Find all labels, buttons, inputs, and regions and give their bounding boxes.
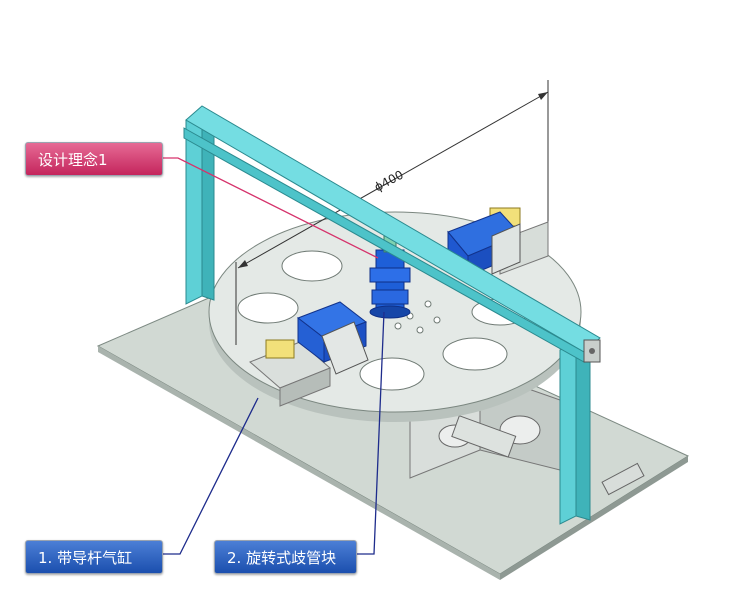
callout-guide-cylinder: 1. 带导杆气缸 xyxy=(25,540,163,574)
callout-design-concept: 设计理念1 xyxy=(25,142,163,176)
diameter-dimension-lines xyxy=(235,80,549,345)
callout-rotary-manifold: 2. 旋转式歧管块 xyxy=(214,540,357,574)
gripper-module-right xyxy=(447,207,549,278)
gripper-module-left xyxy=(249,301,369,407)
callout-leaders xyxy=(163,157,385,555)
portal-frame xyxy=(183,105,645,525)
